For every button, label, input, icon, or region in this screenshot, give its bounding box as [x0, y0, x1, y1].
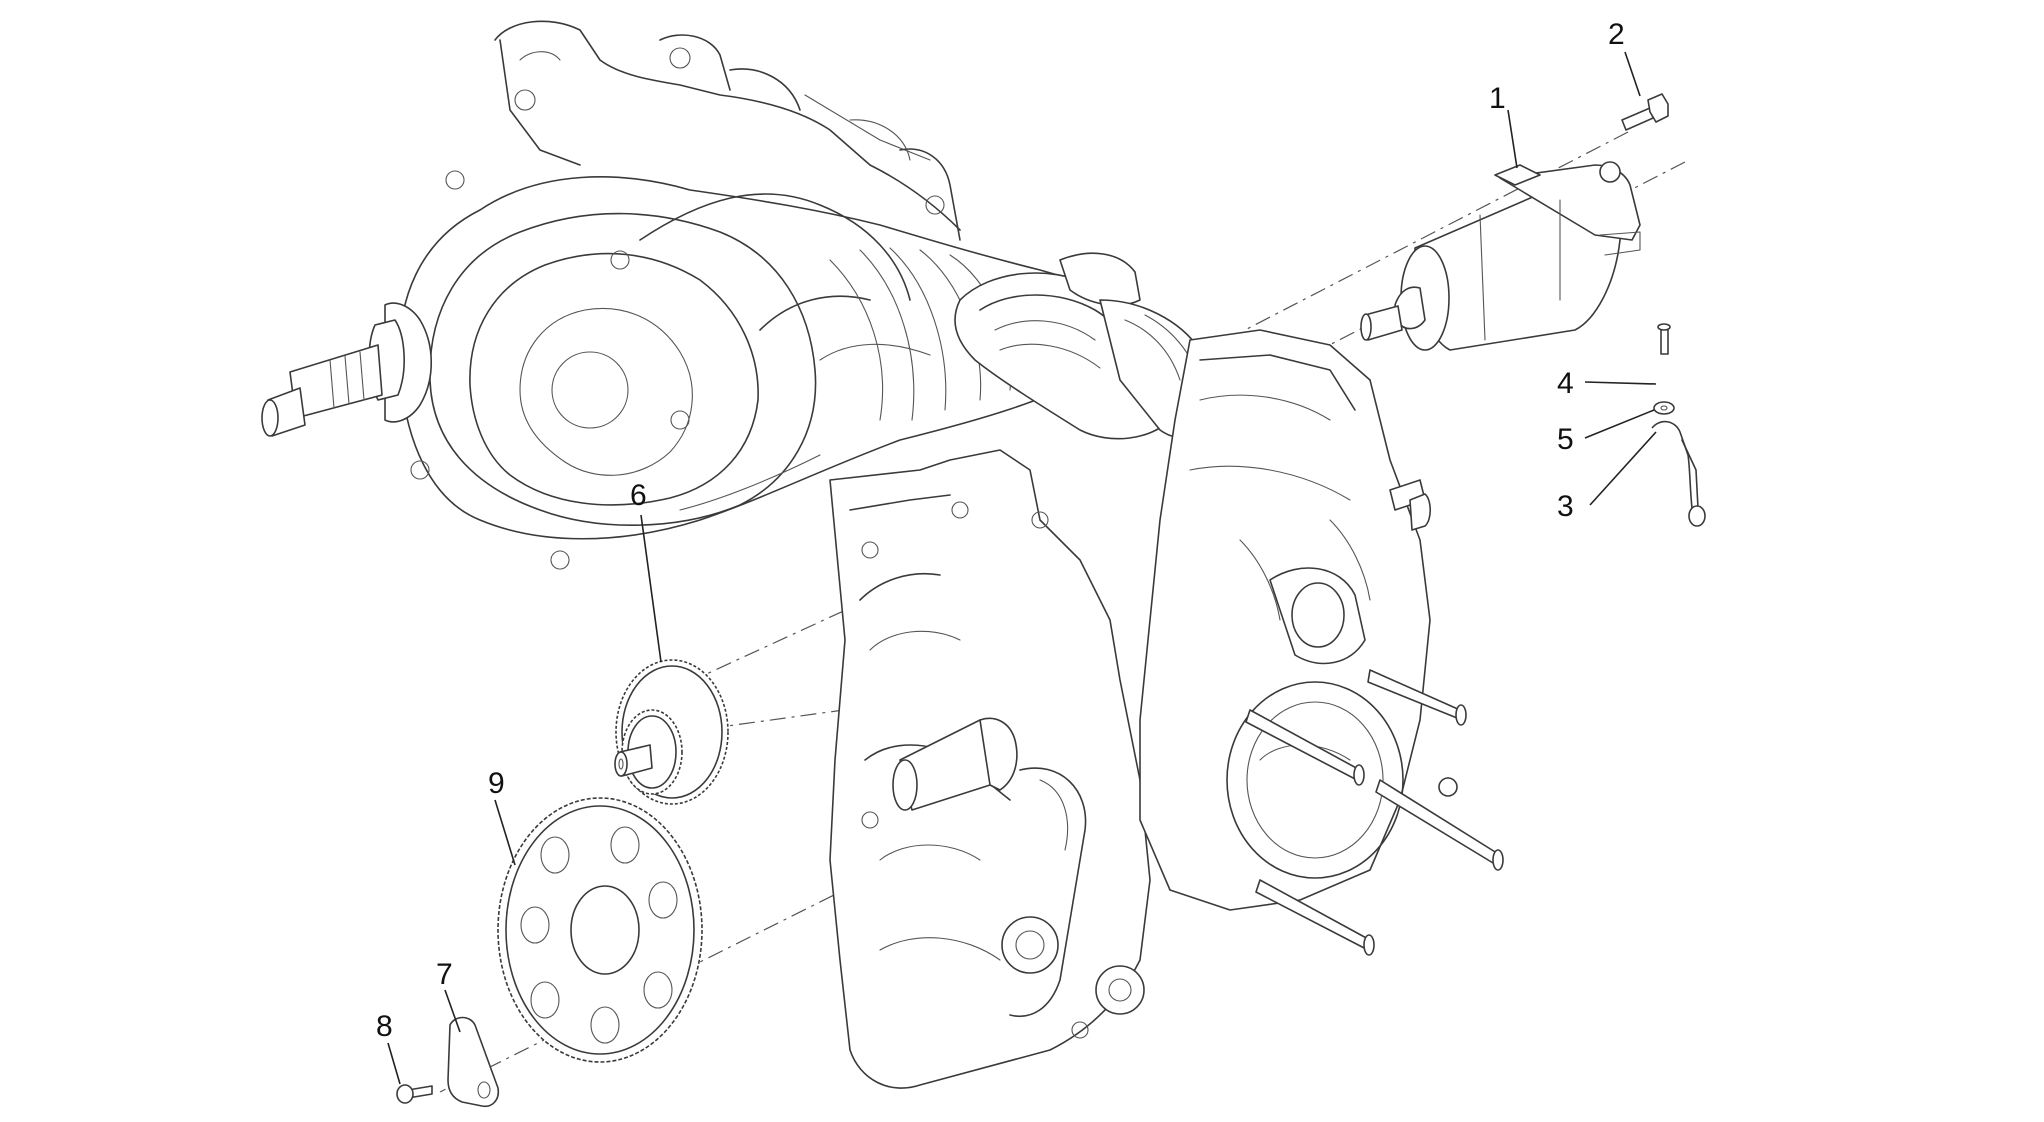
washer-part-5: [1653, 401, 1675, 415]
callout-6: 6: [630, 479, 647, 512]
callout-labels: 1 2 3 4 5 6 7 8 9: [376, 18, 1625, 1043]
callout-9: 9: [488, 767, 505, 800]
callout-7: 7: [436, 958, 453, 991]
starter-motor: [1360, 161, 1641, 351]
lock-plate-part-7: [447, 1016, 500, 1108]
callout-3: 3: [1557, 490, 1574, 523]
callout-5: 5: [1557, 423, 1574, 456]
cylinder-head: [1139, 329, 1504, 956]
ground-cable-part-3: [1651, 420, 1706, 527]
bolt-part-2: [1621, 93, 1669, 131]
screw-part-8: [396, 1084, 433, 1104]
screw-part-4: [1657, 323, 1671, 355]
callout-2: 2: [1608, 18, 1625, 51]
starter-gear-part-9: [497, 797, 703, 1063]
callout-leaders: [387, 51, 1657, 1085]
idler-gear-part-6: [614, 659, 729, 805]
callout-1: 1: [1489, 82, 1506, 115]
engine-crankcase: [829, 449, 1151, 1089]
callout-8: 8: [376, 1010, 393, 1043]
callout-4: 4: [1557, 367, 1574, 400]
output-shaft: [261, 302, 433, 437]
